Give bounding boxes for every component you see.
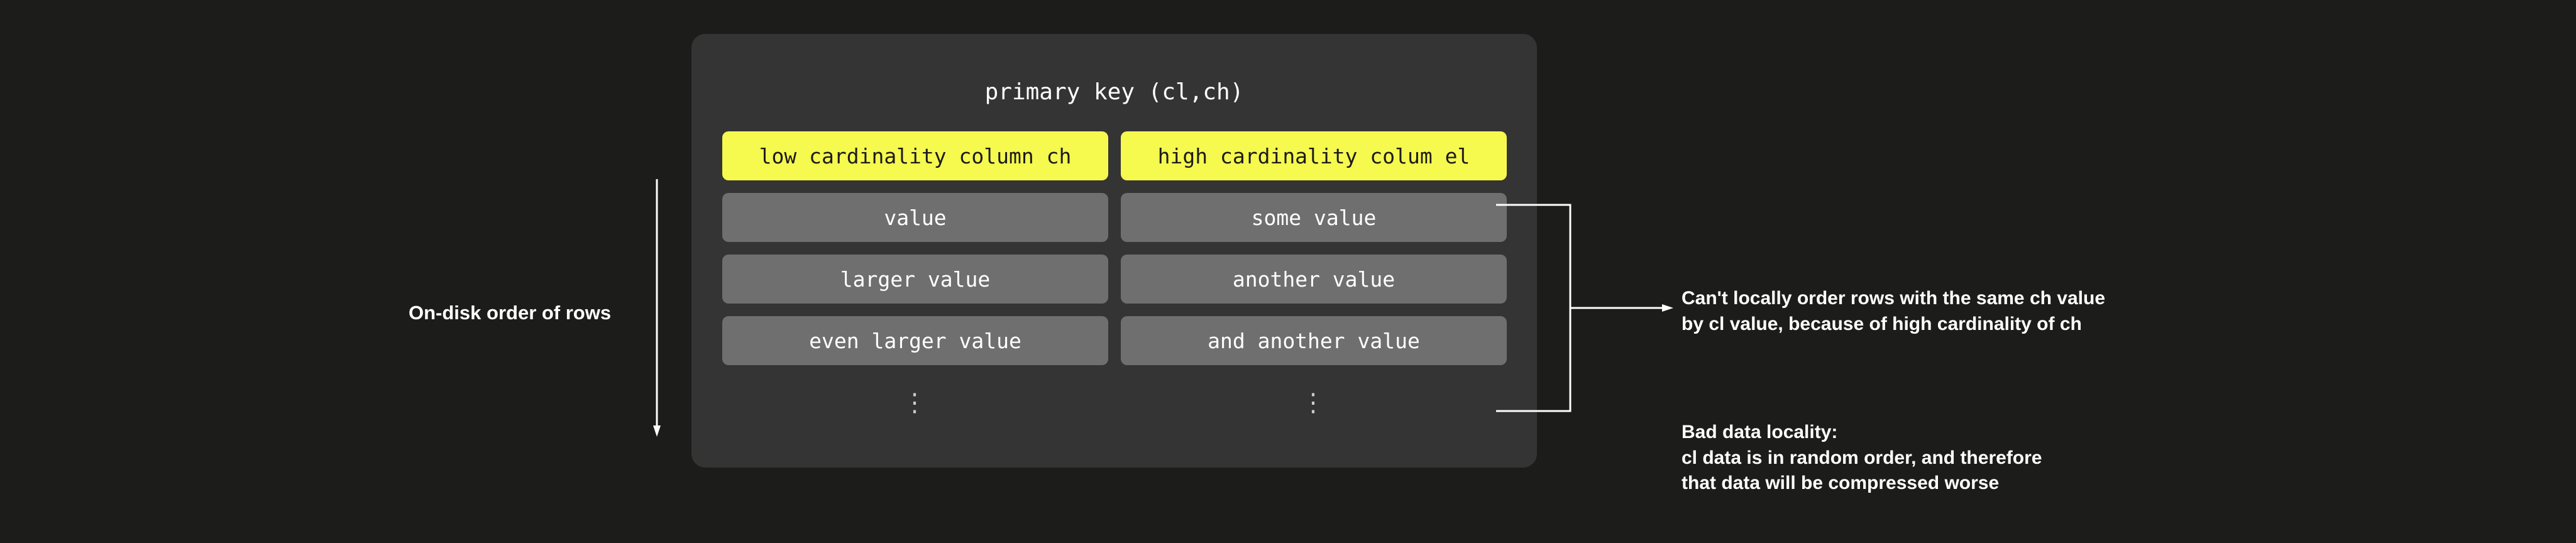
cell-value: and another value [1121,316,1507,365]
column-low-cardinality: low cardinality column ch value larger v… [722,131,1108,428]
annotation-ordering-line-2: by cl value, because of high cardinality… [1682,313,2082,334]
annotation-data-locality-line-3: that data will be compressed worse [1682,473,2000,493]
callout-connector [1496,195,1697,421]
cell-value: larger value [722,255,1108,304]
annotation-ordering: Can't locally order rows with the same c… [1682,286,2105,337]
vertical-ellipsis-icon: ⋮ [1301,389,1327,417]
cell-value: some value [1121,193,1507,242]
annotation-data-locality-line-1: Bad data locality: [1682,422,1838,442]
column-header-ch: low cardinality column ch [722,131,1108,180]
annotation-ordering-line-1: Can't locally order rows with the same c… [1682,288,2106,309]
cell-value: value [722,193,1108,242]
annotation-data-locality: Bad data locality: cl data is in random … [1682,420,2042,496]
column-high-cardinality: high cardinality colum el some value ano… [1121,131,1507,428]
card-title: primary key (cl,ch) [984,79,1244,105]
cell-value: even larger value [722,316,1108,365]
on-disk-order-label: On-disk order of rows [409,302,612,324]
vertical-ellipsis-icon: ⋮ [902,389,928,417]
annotation-data-locality-line-2: cl data is in random order, and therefor… [1682,447,2042,468]
cell-value: another value [1121,255,1507,304]
on-disk-order-arrow [651,179,663,437]
primary-key-card: primary key (cl,ch) low cardinality colu… [691,34,1537,468]
column-header-el: high cardinality colum el [1121,131,1507,180]
